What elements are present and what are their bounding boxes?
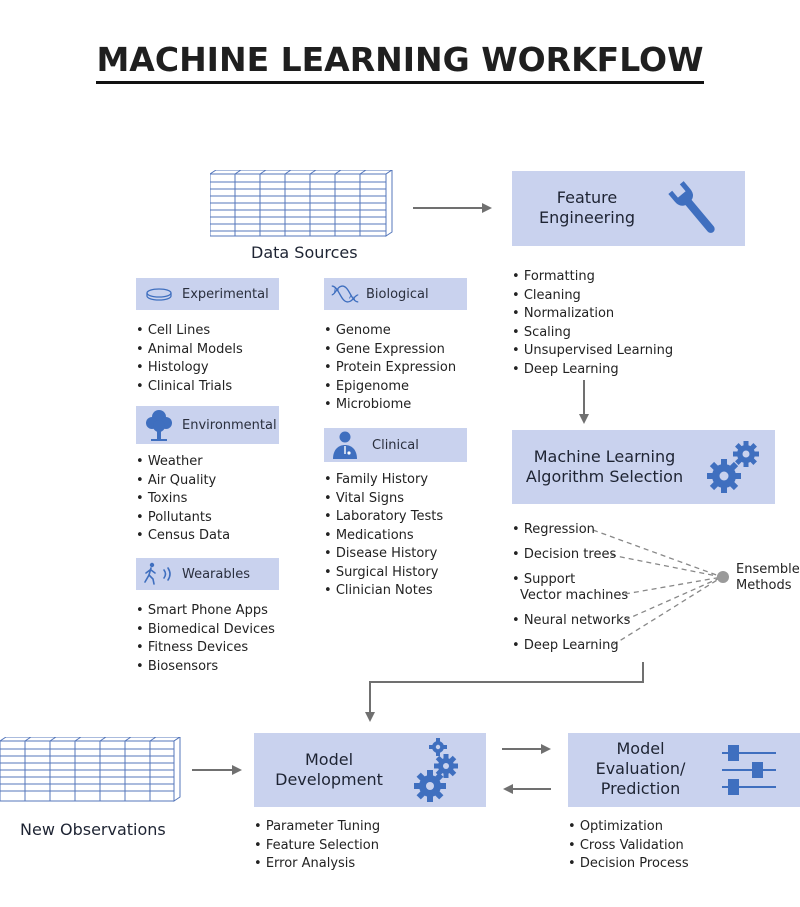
feature-engineering-box: Feature Engineering	[512, 171, 745, 246]
environmental-list: Weather Air Quality Toxins Pollutants Ce…	[136, 453, 230, 546]
list-item: Toxins	[136, 490, 230, 509]
algorithm-selection-label: Machine Learning Algorithm Selection	[525, 447, 684, 486]
ensemble-methods-label: Ensemble Methods	[736, 562, 800, 593]
algorithm-selection-box: Machine Learning Algorithm Selection	[512, 430, 775, 504]
list-item: Clinician Notes	[324, 582, 443, 601]
new-observations-table-icon	[0, 737, 181, 802]
model-evaluation-label: Model Evaluation/ Prediction	[595, 739, 686, 798]
list-item: Normalization	[512, 305, 673, 324]
list-item: Parameter Tuning	[254, 818, 380, 837]
list-item: Pollutants	[136, 509, 230, 528]
ensemble-node	[717, 571, 729, 583]
arrow-algorithm-to-development	[365, 662, 644, 722]
gears-icon	[707, 441, 759, 493]
list-item: Air Quality	[136, 472, 230, 491]
list-item: Deep Learning	[512, 361, 673, 380]
list-item: Decision Process	[568, 855, 689, 874]
list-item: Unsupervised Learning	[512, 342, 673, 361]
list-item: Fitness Devices	[136, 639, 275, 658]
list-item: Protein Expression	[324, 359, 456, 378]
list-item: • Regression	[512, 522, 595, 537]
list-item: Genome	[324, 322, 456, 341]
list-item: Vital Signs	[324, 490, 443, 509]
petri-dish-icon	[144, 287, 174, 301]
category-biological: Biological	[324, 278, 467, 310]
list-item: Scaling	[512, 324, 673, 343]
list-item: Error Analysis	[254, 855, 380, 874]
category-environmental: Environmental	[136, 406, 279, 444]
clinician-icon	[330, 430, 360, 460]
wearables-list: Smart Phone Apps Biomedical Devices Fitn…	[136, 602, 275, 676]
list-item: Cell Lines	[136, 322, 243, 341]
list-item: Laboratory Tests	[324, 508, 443, 527]
category-wearables: Wearables	[136, 558, 279, 590]
ensemble-connectors	[592, 529, 723, 646]
list-item: Vector machines	[520, 588, 629, 603]
list-item: Census Data	[136, 527, 230, 546]
list-item: Feature Selection	[254, 837, 380, 856]
list-item: Formatting	[512, 268, 673, 287]
category-clinical: Clinical	[324, 428, 467, 462]
page-title: MACHINE LEARNING WORKFLOW	[0, 40, 800, 84]
list-item: • Decision trees	[512, 547, 617, 562]
list-item: Biosensors	[136, 658, 275, 677]
model-evaluation-list: Optimization Cross Validation Decision P…	[568, 818, 689, 874]
list-item: Animal Models	[136, 341, 243, 360]
experimental-list: Cell Lines Animal Models Histology Clini…	[136, 322, 243, 396]
list-item: Family History	[324, 471, 443, 490]
list-item: Gene Expression	[324, 341, 456, 360]
list-item: Biomedical Devices	[136, 621, 275, 640]
data-sources-label: Data Sources	[251, 243, 358, 262]
feature-engineering-label: Feature Engineering	[539, 188, 635, 227]
feature-engineering-list: Formatting Cleaning Normalization Scalin…	[512, 268, 673, 379]
list-item: Cross Validation	[568, 837, 689, 856]
new-observations-label: New Observations	[20, 820, 166, 839]
sliders-icon	[722, 745, 776, 795]
model-development-label: Model Development	[275, 750, 383, 789]
list-item: Smart Phone Apps	[136, 602, 275, 621]
gears-icon	[414, 738, 458, 802]
model-development-box: Model Development	[254, 733, 486, 807]
clinical-list: Family History Vital Signs Laboratory Te…	[324, 471, 443, 601]
list-item: • Support	[512, 572, 576, 587]
list-item: Histology	[136, 359, 243, 378]
model-evaluation-box: Model Evaluation/ Prediction	[568, 733, 800, 807]
wrench-icon	[668, 181, 715, 233]
list-item: Cleaning	[512, 287, 673, 306]
list-item: Medications	[324, 527, 443, 546]
list-item: Weather	[136, 453, 230, 472]
category-experimental: Experimental	[136, 278, 279, 310]
list-item: Clinical Trials	[136, 378, 243, 397]
list-item: • Neural networks	[512, 613, 631, 628]
walking-person-icon	[142, 562, 178, 586]
list-item: Optimization	[568, 818, 689, 837]
list-item: Disease History	[324, 545, 443, 564]
list-item: Epigenome	[324, 378, 456, 397]
model-development-list: Parameter Tuning Feature Selection Error…	[254, 818, 380, 874]
list-item: Microbiome	[324, 396, 456, 415]
tree-icon	[144, 408, 174, 442]
list-item: Surgical History	[324, 564, 443, 583]
list-item: • Deep Learning	[512, 638, 619, 653]
data-table-icon	[210, 170, 393, 237]
dna-icon	[330, 281, 360, 307]
biological-list: Genome Gene Expression Protein Expressio…	[324, 322, 456, 415]
